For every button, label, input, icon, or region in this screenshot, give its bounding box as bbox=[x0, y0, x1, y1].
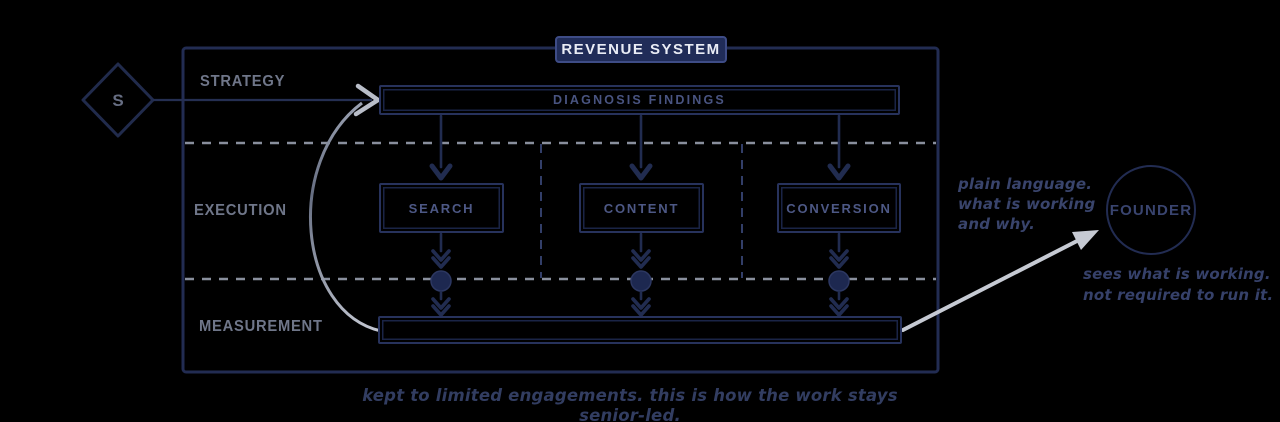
founder-note-plain-language: plain language. what is working and why. bbox=[958, 174, 1095, 234]
arrowhead-down-icon bbox=[431, 297, 451, 310]
diagnosis-findings-box: DIAGNOSIS FINDINGS bbox=[379, 85, 900, 115]
input-diamond bbox=[81, 62, 155, 138]
note-line: and why. bbox=[958, 215, 1035, 233]
arrowhead-down-icon bbox=[431, 304, 451, 317]
channel-box-conversion: CONVERSION bbox=[777, 183, 901, 233]
connector-group bbox=[429, 114, 851, 317]
revenue-system-badge-label: REVENUE SYSTEM bbox=[561, 41, 721, 58]
content-metric-dot bbox=[630, 270, 652, 292]
founder-label: FOUNDER bbox=[1109, 201, 1193, 219]
search-metric-dot bbox=[430, 270, 452, 292]
channel-label-search: SEARCH bbox=[408, 200, 475, 216]
feedback-loop-arrowhead-icon bbox=[353, 83, 381, 117]
arrowhead-down-icon bbox=[429, 163, 453, 181]
founder-node: FOUNDER bbox=[1106, 165, 1196, 255]
note-line: what is working bbox=[958, 195, 1096, 213]
founder-arrowhead-icon bbox=[1072, 230, 1099, 250]
note-line: not required to run it. bbox=[1083, 286, 1274, 304]
arrowhead-down-icon bbox=[631, 256, 651, 269]
measurement-to-founder-arrow bbox=[901, 239, 1079, 332]
channel-box-content: CONTENT bbox=[579, 183, 704, 233]
note-line: sees what is working. bbox=[1083, 265, 1271, 283]
revenue-system-badge: REVENUE SYSTEM bbox=[555, 36, 727, 63]
channel-label-conversion: CONVERSION bbox=[786, 200, 892, 216]
diagnosis-findings-label: DIAGNOSIS FINDINGS bbox=[553, 93, 726, 107]
founder-note-sees-working: sees what is working. not required to ru… bbox=[1083, 264, 1273, 306]
input-diamond-label: S bbox=[112, 91, 123, 110]
arrowhead-down-icon bbox=[431, 249, 451, 262]
arrowhead-down-icon bbox=[829, 256, 849, 269]
channel-box-search: SEARCH bbox=[379, 183, 504, 233]
zone-label-execution: EXECUTION bbox=[194, 202, 287, 219]
channel-label-content: CONTENT bbox=[603, 200, 680, 216]
arrowhead-down-icon bbox=[631, 297, 651, 310]
arrowhead-down-icon bbox=[829, 249, 849, 262]
arrowhead-down-icon bbox=[829, 297, 849, 310]
zone-label-strategy: STRATEGY bbox=[200, 73, 286, 90]
conversion-metric-dot bbox=[828, 270, 850, 292]
arrowhead-down-icon bbox=[629, 163, 653, 181]
arrowhead-down-icon bbox=[827, 163, 851, 181]
feedback-loop-arc bbox=[309, 101, 382, 333]
arrowhead-down-icon bbox=[431, 256, 451, 269]
measurement-bar bbox=[378, 316, 902, 344]
arrowhead-down-icon bbox=[829, 304, 849, 317]
arrowhead-down-icon bbox=[631, 304, 651, 317]
zone-label-measurement: MEASUREMENT bbox=[199, 318, 323, 335]
arrowhead-down-icon bbox=[631, 249, 651, 262]
bottom-caption: kept to limited engagements. this is how… bbox=[362, 386, 898, 422]
note-line: plain language. bbox=[958, 175, 1093, 193]
